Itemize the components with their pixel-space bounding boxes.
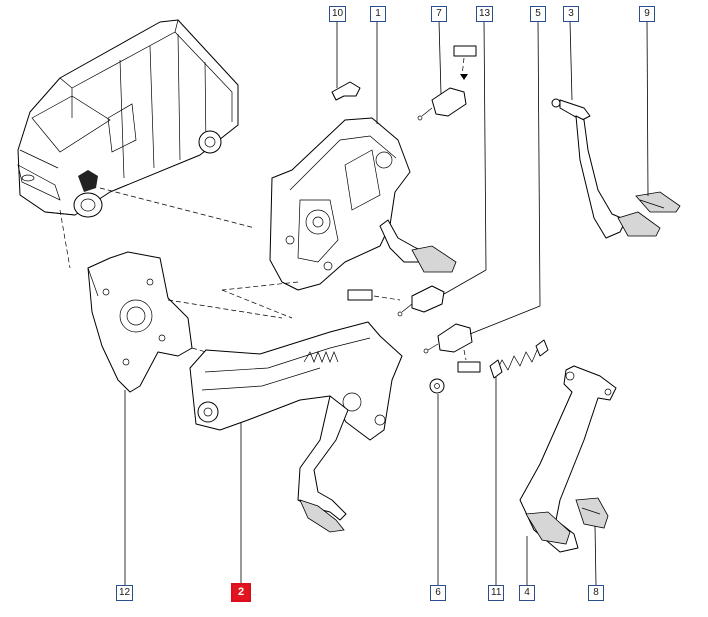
part-12-bulkhead-plate <box>87 251 193 393</box>
part-2-pedal-bracket-lower <box>189 321 403 533</box>
part-13-switch-lower <box>347 285 445 317</box>
callout-4[interactable]: 4 <box>519 585 535 601</box>
part-1-pedal-box-upper <box>269 117 457 291</box>
part-10-clip <box>331 81 361 101</box>
callout-12[interactable]: 12 <box>116 585 134 601</box>
part-6-washer <box>429 378 445 394</box>
part-7-switch-upper <box>417 45 477 121</box>
callout-1[interactable]: 1 <box>370 6 386 22</box>
callout-7[interactable]: 7 <box>431 6 447 22</box>
part-5-switch-lower <box>423 323 481 373</box>
leader-lines <box>124 20 649 586</box>
part-4-pedal-lower <box>519 365 617 553</box>
callout-10[interactable]: 10 <box>329 6 347 22</box>
part-3-clutch-pedal <box>551 98 681 239</box>
callout-13[interactable]: 13 <box>476 6 494 22</box>
callout-6[interactable]: 6 <box>430 585 446 601</box>
callout-9[interactable]: 9 <box>639 6 655 22</box>
part-11-spring <box>489 339 549 379</box>
callout-3[interactable]: 3 <box>563 6 579 22</box>
callout-8[interactable]: 8 <box>588 585 604 601</box>
callout-11[interactable]: 11 <box>488 585 505 601</box>
van-illustration <box>17 19 239 218</box>
callout-5[interactable]: 5 <box>530 6 546 22</box>
callout-2-active[interactable]: 2 <box>231 583 251 602</box>
